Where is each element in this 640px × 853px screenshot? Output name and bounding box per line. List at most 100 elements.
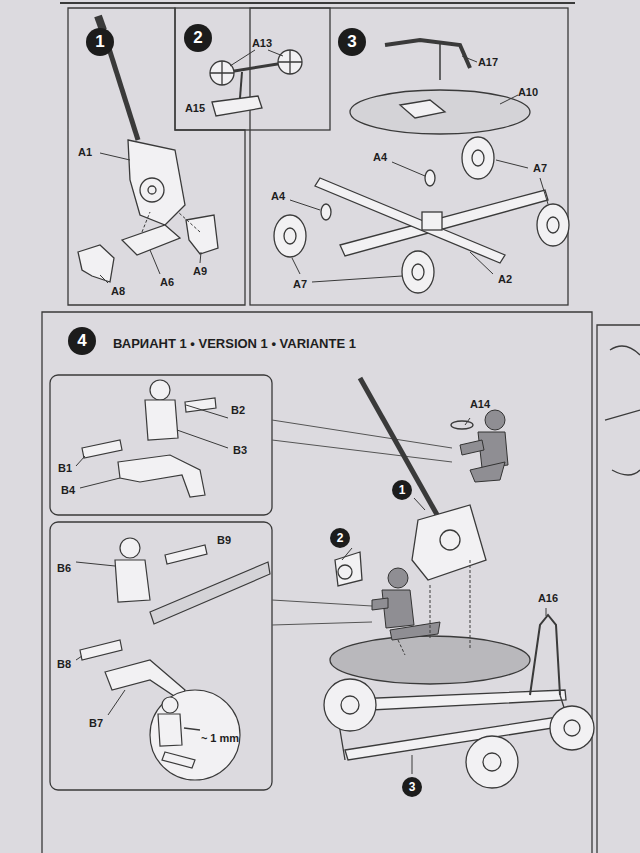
- gun-parts-shape: [128, 140, 185, 225]
- leader-lines: [100, 153, 201, 283]
- carriage-parts-shape: [402, 251, 434, 293]
- crew-figure-parts: [76, 380, 270, 780]
- carriage-parts-shape: [315, 178, 505, 263]
- part-label: B2: [230, 404, 246, 416]
- seated-crew-shape: [470, 462, 505, 482]
- handwheel-parts-shape: [212, 96, 262, 116]
- part-label: A15: [184, 102, 206, 114]
- handwheel-parts-shape: [210, 61, 234, 85]
- leader-lines-shape: [312, 276, 402, 282]
- crew-figure-parts-shape: [177, 430, 228, 448]
- leader-lines-shape: [200, 252, 201, 263]
- handwheel-parts-shape: [278, 50, 302, 74]
- seated-crew-shape: [485, 410, 505, 430]
- callout-number: 1: [392, 480, 412, 500]
- assembled-gun-shape: [440, 530, 460, 550]
- leader-lines: [290, 56, 548, 282]
- crew-figure-parts-shape: [150, 562, 270, 624]
- panel-frames-shape: [605, 346, 640, 475]
- panel-frames-shape: [50, 522, 272, 790]
- part-label: A13: [251, 37, 273, 49]
- part-label: A7: [292, 278, 308, 290]
- carriage-parts-shape: [462, 137, 494, 179]
- assembled-gun-shape: [360, 378, 440, 520]
- part-label: A4: [372, 151, 388, 163]
- callout-number: 3: [402, 777, 422, 797]
- part-label: A6: [159, 276, 175, 288]
- seated-crew-shape: [390, 622, 440, 640]
- leader-lines-shape: [462, 56, 477, 62]
- inset-pointer-lines-shape: [272, 440, 452, 462]
- assembled-gun-shape: [550, 706, 594, 750]
- panel-frames: [42, 3, 640, 853]
- leader-lines-shape: [150, 250, 160, 274]
- assembled-gun-shape: [335, 552, 362, 586]
- leader-lines-shape: [470, 252, 493, 274]
- leader-lines-shape: [142, 212, 200, 232]
- leader-lines-shape: [496, 160, 528, 168]
- assembly-guides-shape: [398, 560, 470, 655]
- carriage-parts-shape: [350, 90, 530, 134]
- assembled-gun-shape: [564, 720, 580, 736]
- part-label: A2: [497, 273, 513, 285]
- leader-lines-shape: [290, 200, 320, 210]
- assembled-gun: [324, 378, 594, 788]
- part-label: A10: [517, 86, 539, 98]
- part-label: A1: [77, 146, 93, 158]
- carriage-parts-shape: [284, 228, 296, 244]
- carriage-parts-shape: [472, 150, 484, 166]
- carriage-parts-shape: [274, 215, 306, 257]
- handwheel-parts-shape: [278, 50, 302, 74]
- leader-lines-shape: [292, 258, 300, 274]
- assembled-gun-shape: [324, 679, 376, 731]
- crew-figure-parts-shape: [80, 478, 120, 488]
- part-label: A4: [270, 190, 286, 202]
- gun-parts-shape: [122, 225, 180, 255]
- gun-parts-shape: [186, 215, 218, 254]
- assembled-gun-shape: [412, 505, 486, 580]
- part-label: B3: [232, 444, 248, 456]
- crew-figure-parts-shape: [115, 560, 150, 602]
- seated-crew-shape: [388, 568, 408, 588]
- assembled-gun-shape: [451, 421, 473, 429]
- seated-crew-shape: [372, 598, 388, 610]
- panel-frames-shape: [68, 8, 245, 305]
- handwheel-parts: [210, 50, 302, 116]
- carriage-parts-shape: [400, 100, 445, 118]
- crew-figure-parts-shape: [76, 562, 115, 566]
- callout-number: 2: [330, 528, 350, 548]
- assembled-gun-shape: [345, 715, 572, 760]
- handwheel-parts-shape: [230, 50, 255, 66]
- crew-figure-parts-shape: [162, 752, 195, 768]
- leader-lines-shape: [500, 95, 518, 104]
- step-number: 4: [68, 327, 96, 355]
- step-number: 1: [86, 28, 114, 56]
- crew-figure-parts-shape: [120, 538, 140, 558]
- seated-crew-shape: [460, 440, 484, 455]
- crew-figure-parts-shape: [82, 440, 122, 458]
- gun-parts-shape: [140, 178, 164, 202]
- carriage-parts-shape: [321, 204, 331, 220]
- step-panel: 4ВАРИАНТ 1 • VERSION 1 • VARIANTE 1: [42, 312, 592, 853]
- gun-parts-shape: [78, 245, 114, 282]
- assembly-guides-shape: [465, 418, 470, 425]
- crew-figure-parts-shape: [184, 728, 200, 730]
- part-label: A16: [537, 592, 559, 604]
- leader-lines-shape: [392, 162, 425, 176]
- crew-figure-parts-shape: [76, 656, 82, 660]
- crew-figure-parts-shape: [108, 690, 125, 715]
- gun-parts: [78, 16, 218, 282]
- crew-figure-parts-shape: [118, 455, 205, 497]
- crew-figure-parts-shape: [150, 380, 170, 400]
- part-label: B6: [56, 562, 72, 574]
- crew-figure-parts-shape: [145, 400, 178, 440]
- part-label: A9: [192, 265, 208, 277]
- panel-frames-shape: [250, 8, 568, 305]
- crew-figure-parts-shape: [165, 545, 207, 564]
- crew-figure-parts-shape: [150, 690, 240, 780]
- crew-figure-parts-shape: [158, 714, 182, 746]
- part-label: B1: [57, 462, 73, 474]
- panel-frames-shape: [50, 375, 272, 515]
- assembled-gun-shape: [466, 736, 518, 788]
